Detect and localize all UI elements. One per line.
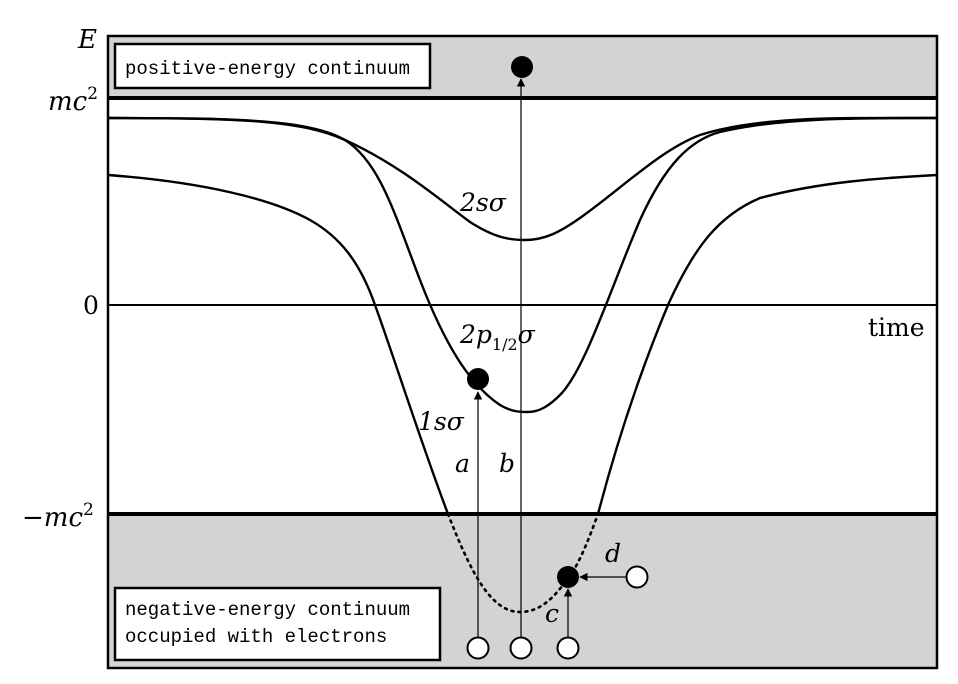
positive-label: positive-energy continuum [125, 58, 410, 80]
label-1s-sigma: 1sσ [418, 407, 465, 436]
hole-c [556, 636, 580, 660]
positive-label-box [113, 42, 432, 90]
negative-label-box [113, 586, 442, 662]
plot-frame [106, 34, 939, 670]
curve-1s-sigma-right [596, 173, 938, 515]
label-2s-sigma: 2sσ [459, 188, 507, 217]
label-transition-b: b [499, 449, 515, 478]
electron-top [511, 56, 533, 78]
time-axis-label: time [868, 313, 925, 342]
hole-d [625, 565, 649, 589]
mc2-label: mc2 [48, 84, 98, 117]
negative-label-line2: occupied with electrons [125, 626, 387, 648]
label-transition-a: a [455, 449, 470, 478]
curve-1s-sigma-dotted [446, 512, 600, 614]
label-2p12-sigma: 2p1/2σ [459, 320, 536, 354]
hole-b [509, 636, 533, 660]
label-transition-c: c [545, 599, 559, 628]
neg-mc2-label: −mc2 [22, 500, 94, 533]
negative-label-line1: negative-energy continuum [125, 599, 410, 621]
electron-1s [557, 566, 579, 588]
curve-2p12-sigma [107, 116, 938, 414]
hole-a [466, 636, 490, 660]
curve-2s-sigma [107, 116, 938, 242]
energy-axis-label: E [77, 25, 97, 55]
zero-label: 0 [83, 291, 99, 320]
electron-2p [467, 368, 489, 390]
label-transition-d: d [605, 539, 621, 568]
curve-1s-sigma-left [107, 173, 450, 515]
